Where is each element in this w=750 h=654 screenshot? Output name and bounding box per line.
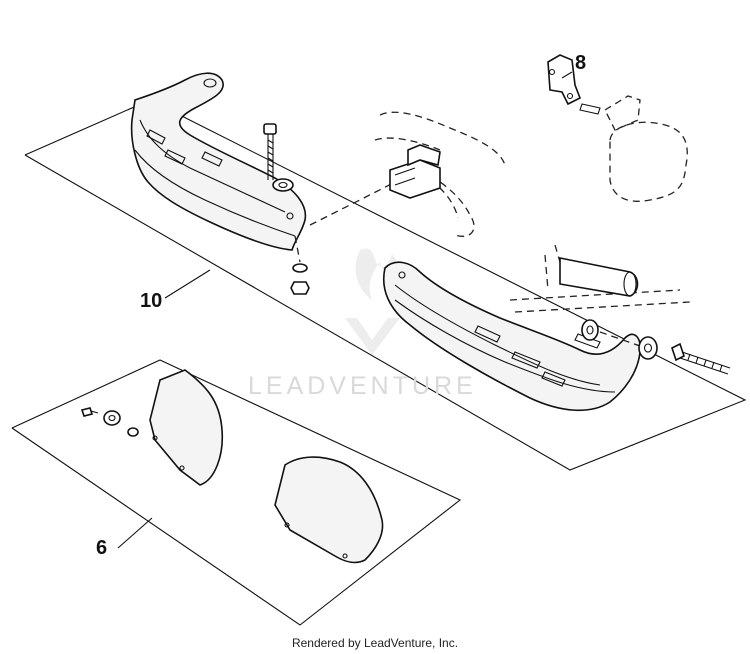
deflector-left	[149, 369, 224, 486]
deflector-hardware	[80, 407, 139, 437]
right-handguard	[383, 261, 642, 412]
mounting-bolt-left	[263, 123, 294, 192]
callout-6: 6	[96, 537, 108, 559]
bolt-spacer-right	[581, 319, 658, 360]
callout-10: 10	[140, 290, 163, 312]
leader-10	[164, 269, 211, 299]
washer-nut-left	[290, 263, 310, 295]
mounting-bolt-right	[671, 342, 731, 375]
callout-8: 8	[575, 52, 587, 74]
left-handguard	[130, 72, 307, 251]
leader-left-bolt	[294, 235, 301, 263]
deflector-right	[274, 456, 384, 564]
assembly-10-platform	[24, 99, 747, 471]
assembly-6-platform	[11, 359, 462, 626]
leader-8	[561, 71, 573, 79]
handlebar-right-phantom	[509, 244, 691, 313]
watermark-text: LEADVENTURE	[248, 372, 477, 400]
leader-6	[117, 517, 153, 549]
handlebar-clamp	[389, 144, 441, 199]
footer-credit: Rendered by LeadVenture, Inc.	[291, 636, 459, 650]
bracket-8	[547, 54, 601, 115]
handlebar-grip	[559, 257, 639, 297]
light-housing-phantom	[604, 95, 688, 202]
leadventure-logo-icon	[345, 248, 401, 355]
